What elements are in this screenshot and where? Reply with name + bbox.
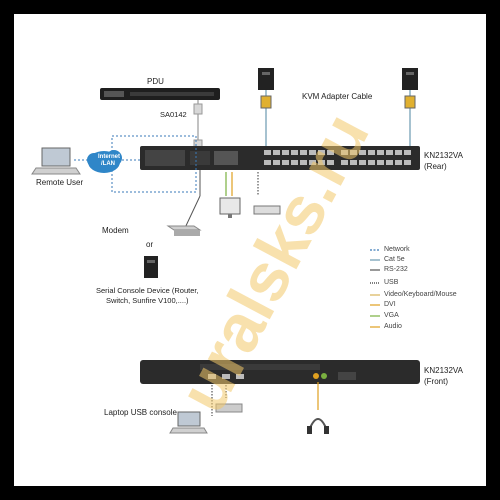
kvm-switch-front (140, 360, 420, 384)
sa0142-label: SA0142 (160, 110, 187, 119)
rs232-to-modem (183, 195, 201, 231)
legend-label-usb: USB (384, 279, 399, 286)
legend-label-network: Network (384, 246, 410, 253)
modem-label: Modem (102, 226, 129, 235)
monitor-icon (219, 197, 241, 218)
legend-label-cat5e: Cat 5e (384, 256, 405, 263)
serial-console-icon (144, 256, 158, 278)
legend-label-audio: Audio (384, 323, 402, 330)
usb-drive-icon (215, 403, 243, 413)
keyboard-icon (253, 205, 281, 215)
rear-device-name: KN2132VA (424, 151, 463, 160)
lan-label: /LAN (101, 161, 115, 167)
legend-label-vga: VGA (384, 312, 399, 319)
legend-label-vkm: Video/Keyboard/Mouse (384, 291, 457, 298)
kvm-adapter-right (404, 95, 416, 109)
kvm-switch-rear (140, 146, 420, 170)
internet-label: Internet (98, 154, 121, 160)
headset-icon (307, 418, 329, 434)
modem-icon (166, 225, 202, 236)
rear-device-side: (Rear) (424, 162, 447, 171)
internet-cloud-icon (87, 150, 122, 173)
laptop-icon (31, 147, 81, 175)
serial-console-label-2: Switch, Sunfire V100,....) (106, 296, 189, 305)
legend (370, 249, 380, 328)
kvm-adapter-left (260, 95, 272, 109)
legend-label-rs232: RS-232 (384, 266, 408, 273)
laptop-usb-console-label: Laptop USB console (104, 408, 177, 417)
serial-console-label-1: Serial Console Device (Router, (96, 286, 199, 295)
sa0142-adapter (193, 103, 203, 115)
front-device-side: (Front) (424, 377, 448, 386)
pdu-device (100, 88, 220, 100)
front-device-name: KN2132VA (424, 366, 463, 375)
laptop-usb-icon (169, 411, 208, 434)
or-label: or (146, 240, 154, 249)
server-left-icon (258, 68, 274, 90)
remote-user-label: Remote User (36, 178, 84, 187)
pdu-label: PDU (147, 77, 164, 86)
diagram-panel (14, 14, 486, 486)
server-right-icon (402, 68, 418, 90)
legend-label-dvi: DVI (384, 301, 396, 308)
kvm-adapter-cable-label: KVM Adapter Cable (302, 92, 373, 101)
